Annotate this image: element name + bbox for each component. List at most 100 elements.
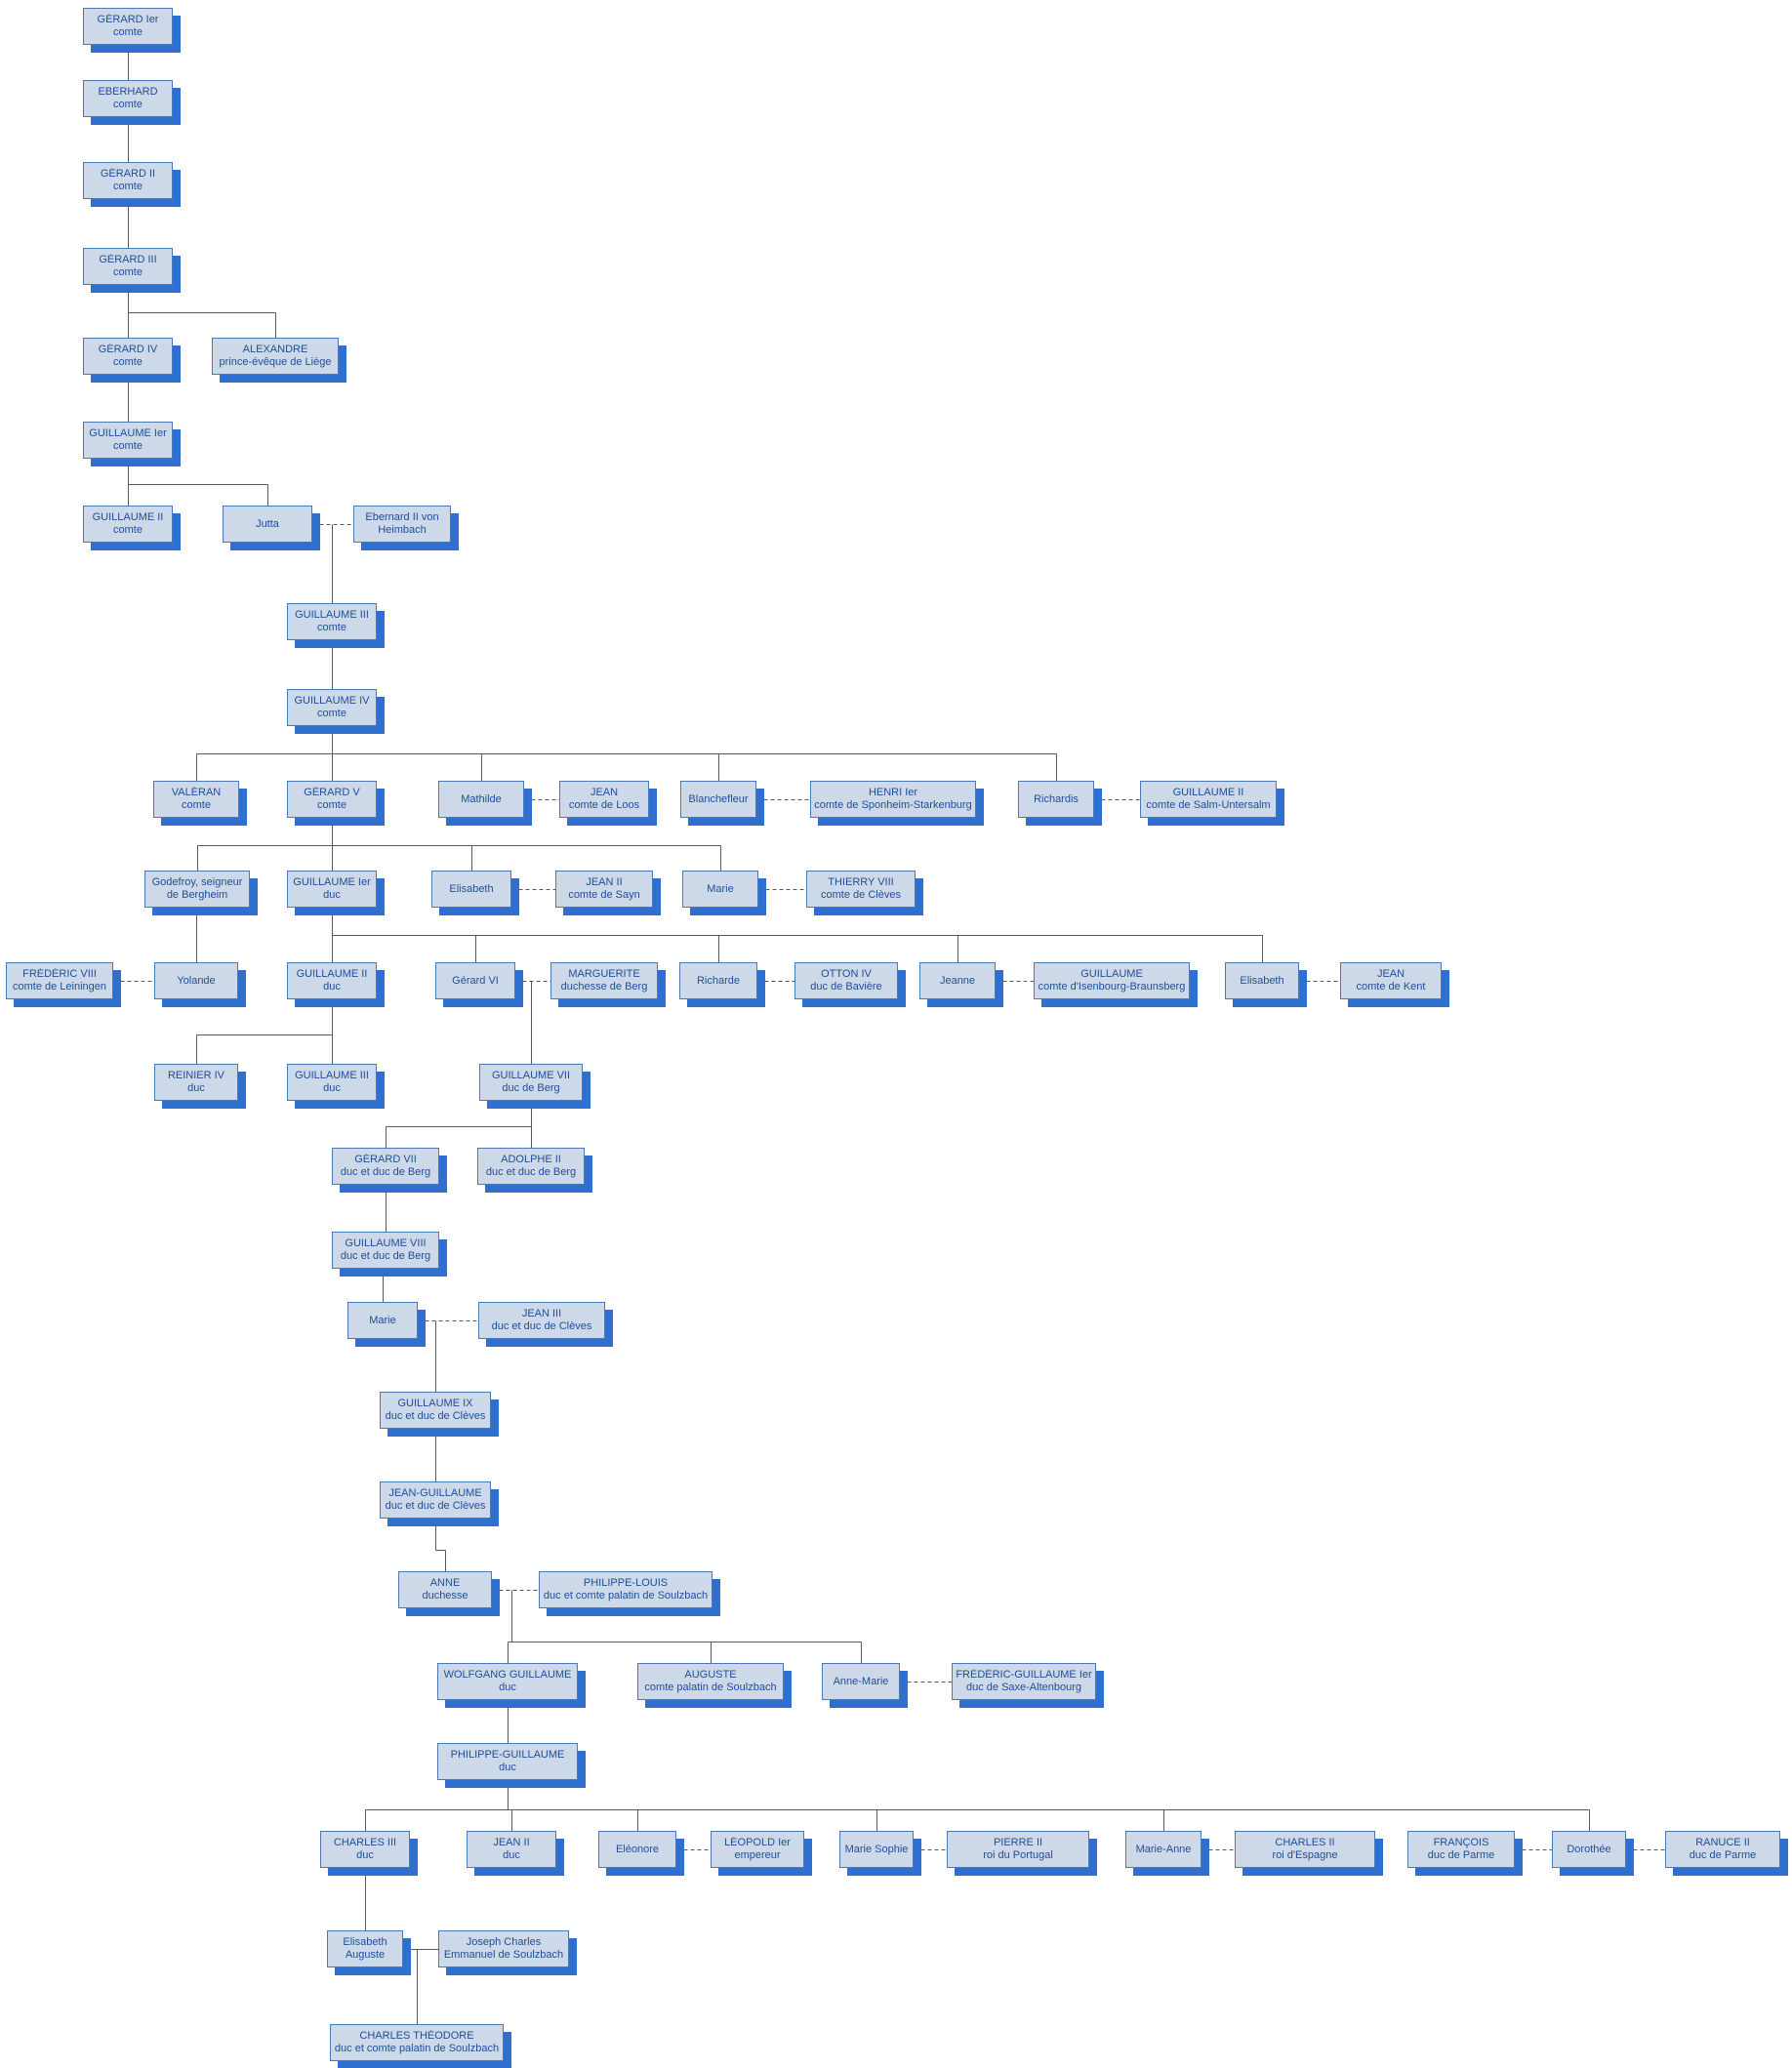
person-name: PIERRE II — [993, 1837, 1043, 1848]
person-name: Richardis — [1034, 792, 1079, 805]
person-name: GÉRARD Ier — [97, 14, 159, 25]
person-title: comte de Sponheim-Starkenburg — [814, 799, 972, 811]
person-title: de Bergheim — [166, 889, 228, 901]
person-title: Emmanuel de Soulzbach — [443, 1949, 564, 1961]
person-node-jutta: Jutta — [223, 506, 312, 543]
person-title: duc et comte palatin de Soulzbach — [543, 1590, 709, 1602]
person-name: Marie — [707, 882, 734, 895]
person-title: duc de Parme — [1427, 1849, 1495, 1861]
person-name: JEAN-GUILLAUME — [388, 1487, 482, 1499]
person-title: comte — [317, 708, 346, 719]
person-title: duc et duc de Clèves — [385, 1500, 486, 1512]
person-node-gerard6: Gérard VI — [435, 962, 515, 999]
person-name: Gérard VI — [452, 974, 499, 987]
person-name: JEAN II — [586, 876, 623, 888]
person-title: duc et duc de Berg — [485, 1166, 577, 1178]
person-name: VALÉRAN — [171, 787, 222, 798]
person-name: GUILLAUME III — [295, 1070, 369, 1081]
person-name: ALEXANDRE — [242, 344, 308, 355]
person-title: duc et duc de Berg — [340, 1250, 431, 1262]
person-title: duchesse — [422, 1590, 468, 1602]
person-name: Eléonore — [615, 1843, 660, 1855]
person-name: EBERHARD — [98, 86, 158, 98]
person-title: roi d'Espagne — [1272, 1849, 1338, 1861]
person-name: GÉRARD II — [100, 168, 156, 180]
person-name: Elisabeth — [1240, 974, 1284, 987]
person-name: CHARLES THÉODORE — [359, 2030, 474, 2042]
person-node-marie_anne: Marie-Anne — [1125, 1831, 1201, 1868]
person-name: MARGUERITE — [568, 968, 640, 980]
person-name: FRANÇOIS — [1433, 1837, 1489, 1848]
person-title: comte de Sayn — [568, 889, 640, 901]
person-name: JEAN II — [493, 1837, 530, 1848]
person-node-marie_c: Marie — [682, 871, 758, 908]
person-title: duc et comte palatin de Soulzbach — [334, 2043, 500, 2054]
person-title: comte de Kent — [1356, 981, 1426, 993]
person-title: duc et duc de Clèves — [385, 1410, 486, 1422]
person-title: duc — [503, 1849, 520, 1861]
person-name: Marie Sophie — [844, 1843, 909, 1855]
person-title: comte — [113, 524, 143, 536]
person-node-yolande: Yolande — [154, 962, 238, 999]
person-name: GUILLAUME II — [1172, 787, 1244, 798]
person-title: duc — [187, 1082, 205, 1094]
person-title: duc de Saxe-Altenbourg — [965, 1682, 1082, 1693]
person-title: comte — [113, 181, 143, 192]
person-node-anne_marie: Anne-Marie — [822, 1663, 900, 1700]
person-node-richarde: Richarde — [679, 962, 757, 999]
person-name: JEAN — [590, 787, 619, 798]
person-name: Godefroy, seigneur — [151, 876, 243, 888]
person-node-eleonore: Eléonore — [598, 1831, 676, 1868]
person-name: Blanchefleur — [688, 792, 749, 805]
person-title: duc — [356, 1849, 374, 1861]
person-name: LÉOPOLD Ier — [724, 1837, 791, 1848]
person-node-marie_b: Marie — [347, 1302, 418, 1339]
person-name: Marie — [369, 1314, 396, 1326]
person-name: GUILLAUME VII — [491, 1070, 571, 1081]
person-name: CHARLES III — [333, 1837, 397, 1848]
person-name: REINIER IV — [167, 1070, 225, 1081]
person-title: comte de Loos — [568, 799, 640, 811]
person-name: THIERRY VIII — [828, 876, 894, 888]
person-name: PHILIPPE-GUILLAUME — [450, 1749, 565, 1761]
person-name: GUILLAUME II — [296, 968, 368, 980]
person-node-elisabeth_k: Elisabeth — [1225, 962, 1299, 999]
person-title: Auguste — [345, 1949, 386, 1961]
person-name: GUILLAUME — [1080, 968, 1143, 980]
person-name: AUGUSTE — [684, 1669, 737, 1681]
person-node-dorothee: Dorothée — [1552, 1831, 1626, 1868]
person-name: FRÉDÉRIC-GUILLAUME Ier — [956, 1669, 1092, 1681]
person-name: GUILLAUME VIII — [345, 1237, 427, 1249]
person-title: duc — [323, 981, 341, 993]
person-name: OTTON IV — [821, 968, 872, 980]
